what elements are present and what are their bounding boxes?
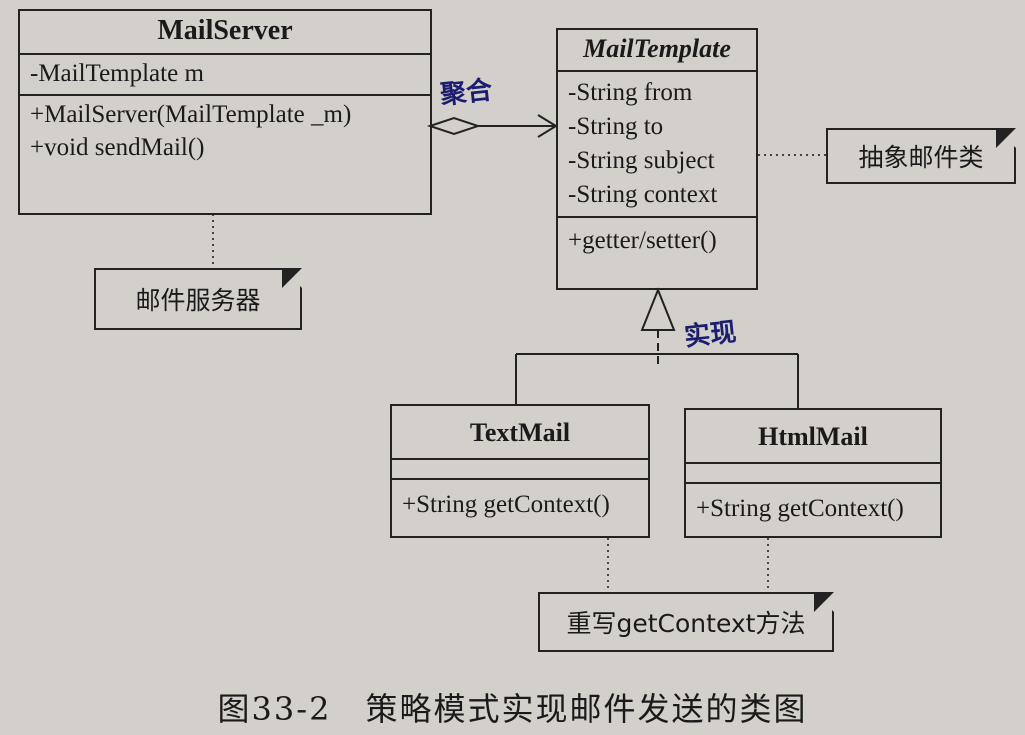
attribute: -String context [568, 181, 718, 208]
attributes [392, 460, 648, 480]
note-fold-icon [282, 268, 302, 288]
attribute: -String to [568, 113, 664, 140]
text-mail-class: TextMail +String getContext() [390, 404, 650, 538]
note-fold-icon [814, 592, 834, 612]
mail-server-note: 邮件服务器 [94, 268, 302, 330]
note-text: 重写getContext方法 [566, 609, 806, 638]
figure-caption: 图33-2 策略模式实现邮件发送的类图 [217, 690, 808, 728]
class-name: TextMail [392, 406, 648, 460]
mail-server-class: MailServer -MailTemplate m +MailServer(M… [18, 9, 432, 215]
operations: +String getContext() [686, 484, 940, 529]
abstract-mail-note: 抽象邮件类 [826, 128, 1016, 184]
operation: +String getContext() [696, 495, 904, 522]
override-note: 重写getContext方法 [538, 592, 834, 652]
realization-label: 实现 [682, 317, 738, 353]
attribute: -MailTemplate m [30, 60, 204, 87]
mail-template-class: MailTemplate -String from -String to -St… [556, 28, 758, 290]
operations: +getter/setter() [558, 218, 756, 261]
operation: +MailServer(MailTemplate _m) [30, 101, 352, 128]
attributes: -String from -String to -String subject … [558, 72, 756, 218]
note-text: 邮件服务器 [135, 286, 261, 315]
class-name: MailServer [20, 11, 430, 55]
operation: +getter/setter() [568, 227, 717, 254]
class-name: HtmlMail [686, 410, 940, 464]
aggregation-label: 聚合 [438, 75, 494, 111]
operations: +MailServer(MailTemplate _m) +void sendM… [20, 96, 430, 168]
attributes: -MailTemplate m [20, 55, 430, 96]
attributes [686, 464, 940, 484]
note-fold-icon [996, 128, 1016, 148]
note-text: 抽象邮件类 [858, 143, 984, 172]
realization-triangle [640, 287, 676, 331]
operations: +String getContext() [392, 480, 648, 525]
attribute: -String from [568, 79, 693, 106]
class-name: MailTemplate [558, 30, 756, 72]
html-mail-class: HtmlMail +String getContext() [684, 408, 942, 538]
aggregation-diamond [426, 116, 482, 136]
operation: +void sendMail() [30, 134, 205, 161]
attribute: -String subject [568, 147, 715, 174]
operation: +String getContext() [402, 491, 610, 518]
